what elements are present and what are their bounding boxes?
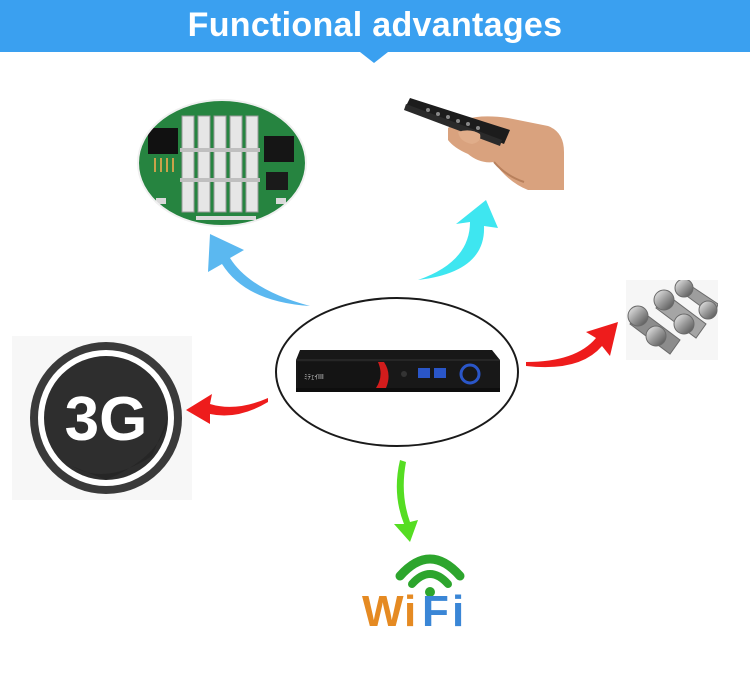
wifi-letter-i1: i — [404, 587, 416, 632]
heat-sink-icon — [137, 99, 307, 227]
3g-icon: 3G — [12, 336, 192, 500]
arrow-to-metal-case — [526, 322, 618, 368]
title-banner — [0, 0, 750, 52]
3g-label: 3G — [65, 385, 148, 454]
wifi-icon: W i F i — [362, 554, 465, 632]
remote-control-icon — [404, 98, 564, 190]
wifi-letter-i2: i — [452, 587, 464, 632]
arrow-to-wifi — [394, 460, 418, 542]
wifi-letter-f: F — [422, 587, 449, 632]
arrow-to-heat-sink — [208, 234, 310, 306]
metal-case-icon — [626, 280, 718, 360]
dvr-brand-label: ﾐﾃｪｲIII — [304, 373, 324, 381]
dvr-icon: ﾐﾃｪｲIII — [296, 350, 500, 392]
arrow-to-remote — [418, 200, 498, 280]
banner-title: Functional advantages — [187, 6, 563, 44]
banner-pointer — [360, 52, 388, 63]
arrow-to-3g — [186, 394, 268, 424]
wifi-letter-w: W — [362, 587, 404, 632]
